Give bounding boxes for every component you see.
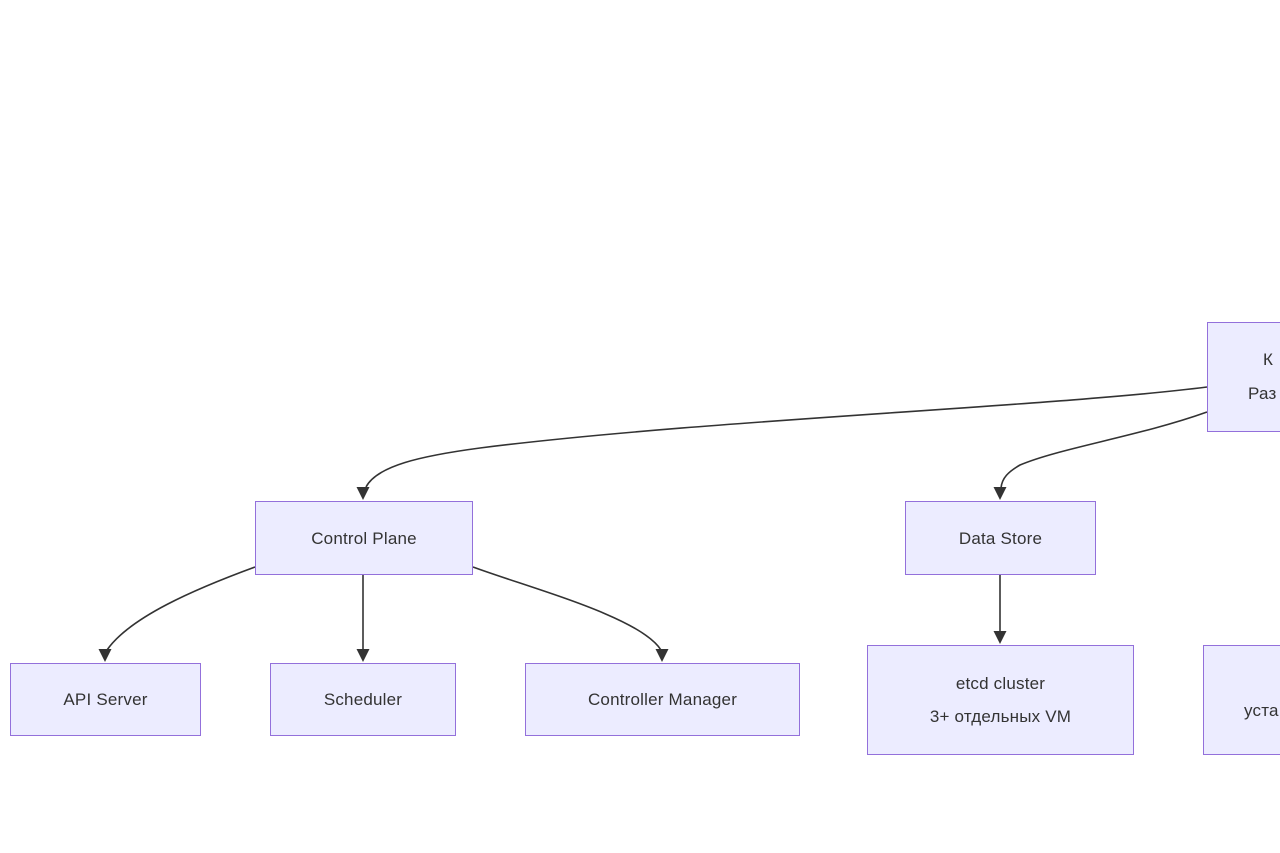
node-bottom-right-clipped: уста: [1203, 645, 1280, 755]
node-label: Scheduler: [323, 690, 403, 709]
node-label: Controller Manager: [587, 690, 738, 709]
edge-control-plane-to-controller-manager: [472, 566, 662, 651]
node-label: Data Store: [958, 528, 1043, 548]
node-control-plane: Control Plane: [255, 501, 473, 575]
arrowhead-icon: [993, 631, 1007, 644]
arrowhead-icon: [356, 649, 370, 662]
node-label: Раз: [1248, 384, 1277, 403]
arrowhead-icon: [993, 487, 1007, 500]
node-label: API Server: [63, 690, 148, 709]
node-top-right-clipped: К Раз: [1207, 322, 1280, 432]
edge-control-plane-to-api-server: [106, 566, 256, 651]
node-label: Control Plane: [311, 528, 417, 548]
node-label: уста: [1244, 701, 1279, 720]
node-label: К: [1263, 350, 1274, 369]
arrowhead-icon: [655, 649, 669, 662]
edge-top-right-to-control-plane: [365, 386, 1208, 488]
node-label: etcd cluster: [955, 674, 1046, 693]
node-controller-manager: Controller Manager: [525, 663, 800, 736]
node-api-server: API Server: [10, 663, 201, 736]
node-etcd-cluster: etcd cluster 3+ отдельных VM: [867, 645, 1134, 755]
edge-top-right-to-data-store: [1000, 411, 1208, 489]
node-data-store: Data Store: [905, 501, 1096, 575]
node-label: 3+ отдельных VM: [929, 707, 1072, 726]
arrowhead-icon: [98, 649, 112, 662]
arrowhead-icon: [356, 487, 370, 500]
node-scheduler: Scheduler: [270, 663, 456, 736]
